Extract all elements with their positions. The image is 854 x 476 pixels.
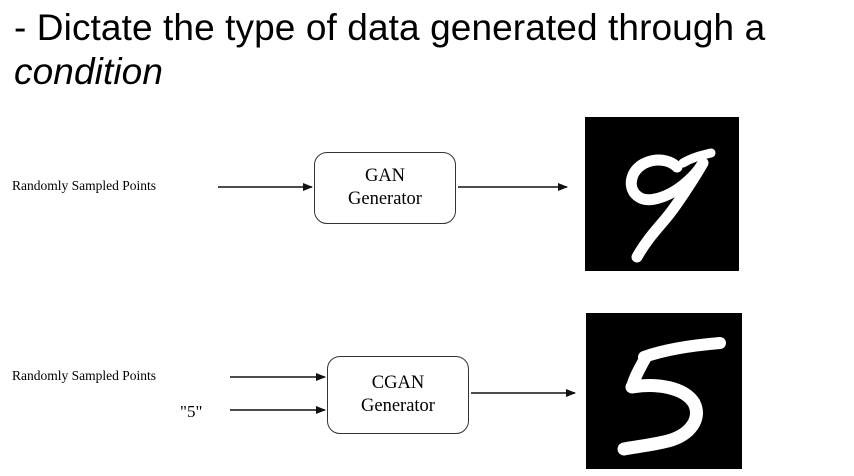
headline-emphasis: condition bbox=[14, 51, 164, 92]
cgan-generator-box: CGAN Generator bbox=[327, 356, 469, 434]
gan-box-title: GAN bbox=[364, 166, 406, 186]
cgan-output-digit-5-image bbox=[586, 313, 742, 469]
gan-input-label: Randomly Sampled Points bbox=[12, 178, 157, 193]
cgan-box-title: CGAN bbox=[371, 373, 425, 393]
digit-9-drawing bbox=[625, 148, 716, 263]
cgan-box-subtitle: Generator bbox=[361, 396, 435, 416]
gan-output-digit-9-image bbox=[585, 117, 739, 271]
cgan-input-label: Randomly Sampled Points bbox=[12, 368, 157, 383]
condition-label: "5" bbox=[180, 402, 203, 421]
headline-text: - Dictate the type of data generated thr… bbox=[14, 7, 766, 48]
slide-headline: - Dictate the type of data generated thr… bbox=[14, 6, 844, 94]
gan-generator-box: GAN Generator bbox=[314, 152, 456, 224]
digit-5-drawing bbox=[617, 337, 726, 456]
gan-box-subtitle: Generator bbox=[348, 189, 422, 209]
